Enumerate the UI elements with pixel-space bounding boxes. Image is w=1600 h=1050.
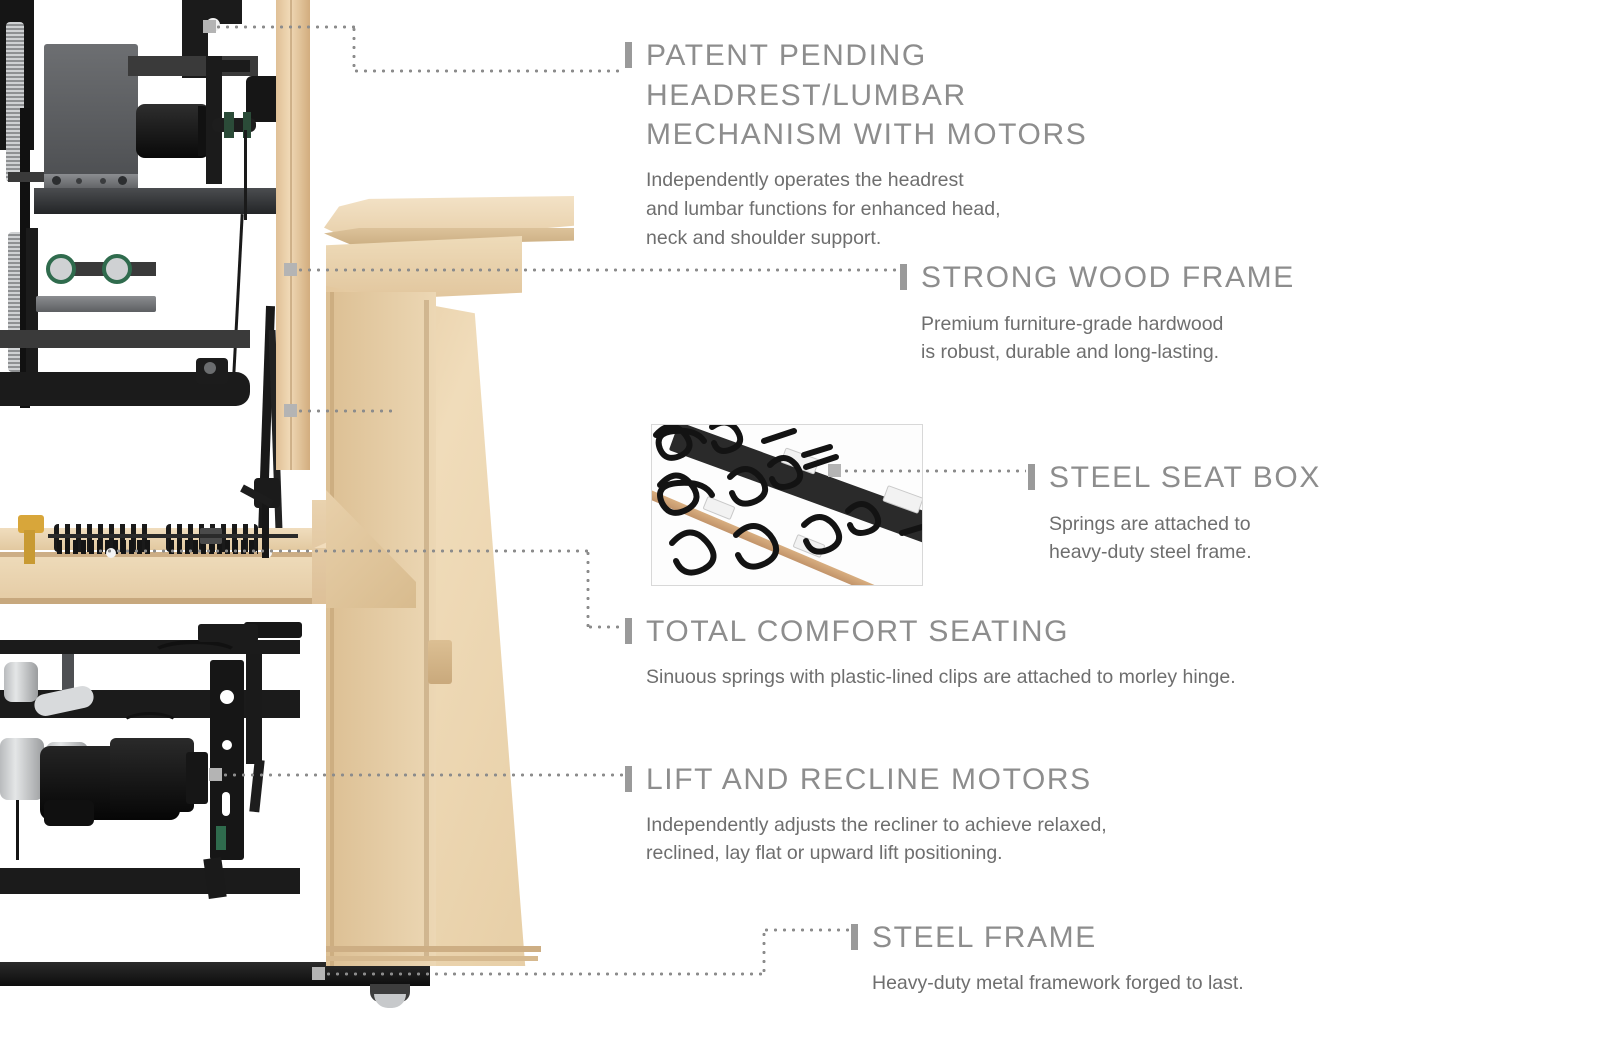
callout-heading-steel-frame: STEEL FRAME	[872, 921, 1097, 954]
callout-tick-bar-total-comfort-seating	[625, 618, 632, 644]
callout-heading-steel-seat-box: STEEL SEAT BOX	[1049, 461, 1321, 494]
callout-tick-bar-steel-seat-box	[1028, 464, 1035, 490]
callout-heading-lift-recline-motors: LIFT AND RECLINE MOTORS	[646, 763, 1092, 796]
connector-total-comfort-h1	[96, 549, 590, 553]
connector-lift-recline-motors	[221, 773, 625, 777]
anchor-headrest-lumbar	[203, 20, 216, 33]
callout-tick-bar-headrest-lumbar	[625, 42, 632, 68]
anchor-steel-seat-box	[828, 464, 841, 477]
main-product-photo	[0, 0, 620, 1050]
steel-seat-box-inset-photo	[651, 424, 923, 586]
connector-steel-frame-h1	[324, 972, 766, 976]
connector-total-comfort-h0	[296, 409, 396, 413]
connector-headrest-lumbar-h1	[214, 25, 356, 29]
connector-total-comfort-h2	[586, 625, 630, 629]
connector-steel-frame-h2	[762, 928, 854, 932]
connector-headrest-lumbar-v	[352, 25, 356, 73]
callout-steel-frame: STEEL FRAME Heavy-duty metal framework f…	[851, 918, 1411, 997]
callout-wood-frame: STRONG WOOD FRAME Premium furniture-grad…	[900, 258, 1420, 367]
connector-steel-seat-box	[842, 469, 1026, 473]
callout-headrest-lumbar: PATENT PENDING HEADREST/LUMBAR MECHANISM…	[625, 36, 1225, 252]
callout-body-steel-seat-box: Springs are attached to heavy-duty steel…	[1049, 512, 1252, 564]
anchor-total-comfort-upper	[284, 404, 297, 417]
callout-body-headrest-lumbar: Independently operates the headrest and …	[646, 168, 1001, 249]
connector-steel-frame-v	[762, 930, 766, 974]
connector-headrest-lumbar-h2	[352, 69, 624, 73]
connector-total-comfort-v	[586, 549, 590, 629]
callout-heading-wood-frame: STRONG WOOD FRAME	[921, 261, 1295, 294]
callout-tick-bar-steel-frame	[851, 924, 858, 950]
sinuous-spring-illustration	[653, 425, 922, 576]
callout-lift-recline-motors: LIFT AND RECLINE MOTORS Independently ad…	[625, 760, 1245, 868]
callout-total-comfort-seating: TOTAL COMFORT SEATING Sinuous springs wi…	[625, 612, 1325, 691]
anchor-steel-frame	[312, 967, 325, 980]
callout-heading-headrest-lumbar: PATENT PENDING HEADREST/LUMBAR MECHANISM…	[646, 39, 1088, 152]
callout-body-wood-frame: Premium furniture-grade hardwood is robu…	[921, 312, 1224, 364]
callout-body-steel-frame: Heavy-duty metal framework forged to las…	[872, 971, 1244, 994]
callout-steel-seat-box: STEEL SEAT BOX Springs are attached to h…	[1028, 458, 1448, 567]
callout-heading-total-comfort-seating: TOTAL COMFORT SEATING	[646, 615, 1070, 648]
callout-body-total-comfort-seating: Sinuous springs with plastic-lined clips…	[646, 665, 1236, 688]
callout-tick-bar-wood-frame	[900, 264, 907, 290]
connector-wood-frame	[296, 268, 900, 272]
callout-body-lift-recline-motors: Independently adjusts the recliner to ac…	[646, 813, 1107, 865]
anchor-lift-recline-motors	[209, 768, 222, 781]
anchor-wood-frame	[284, 263, 297, 276]
callout-tick-bar-lift-recline-motors	[625, 766, 632, 792]
